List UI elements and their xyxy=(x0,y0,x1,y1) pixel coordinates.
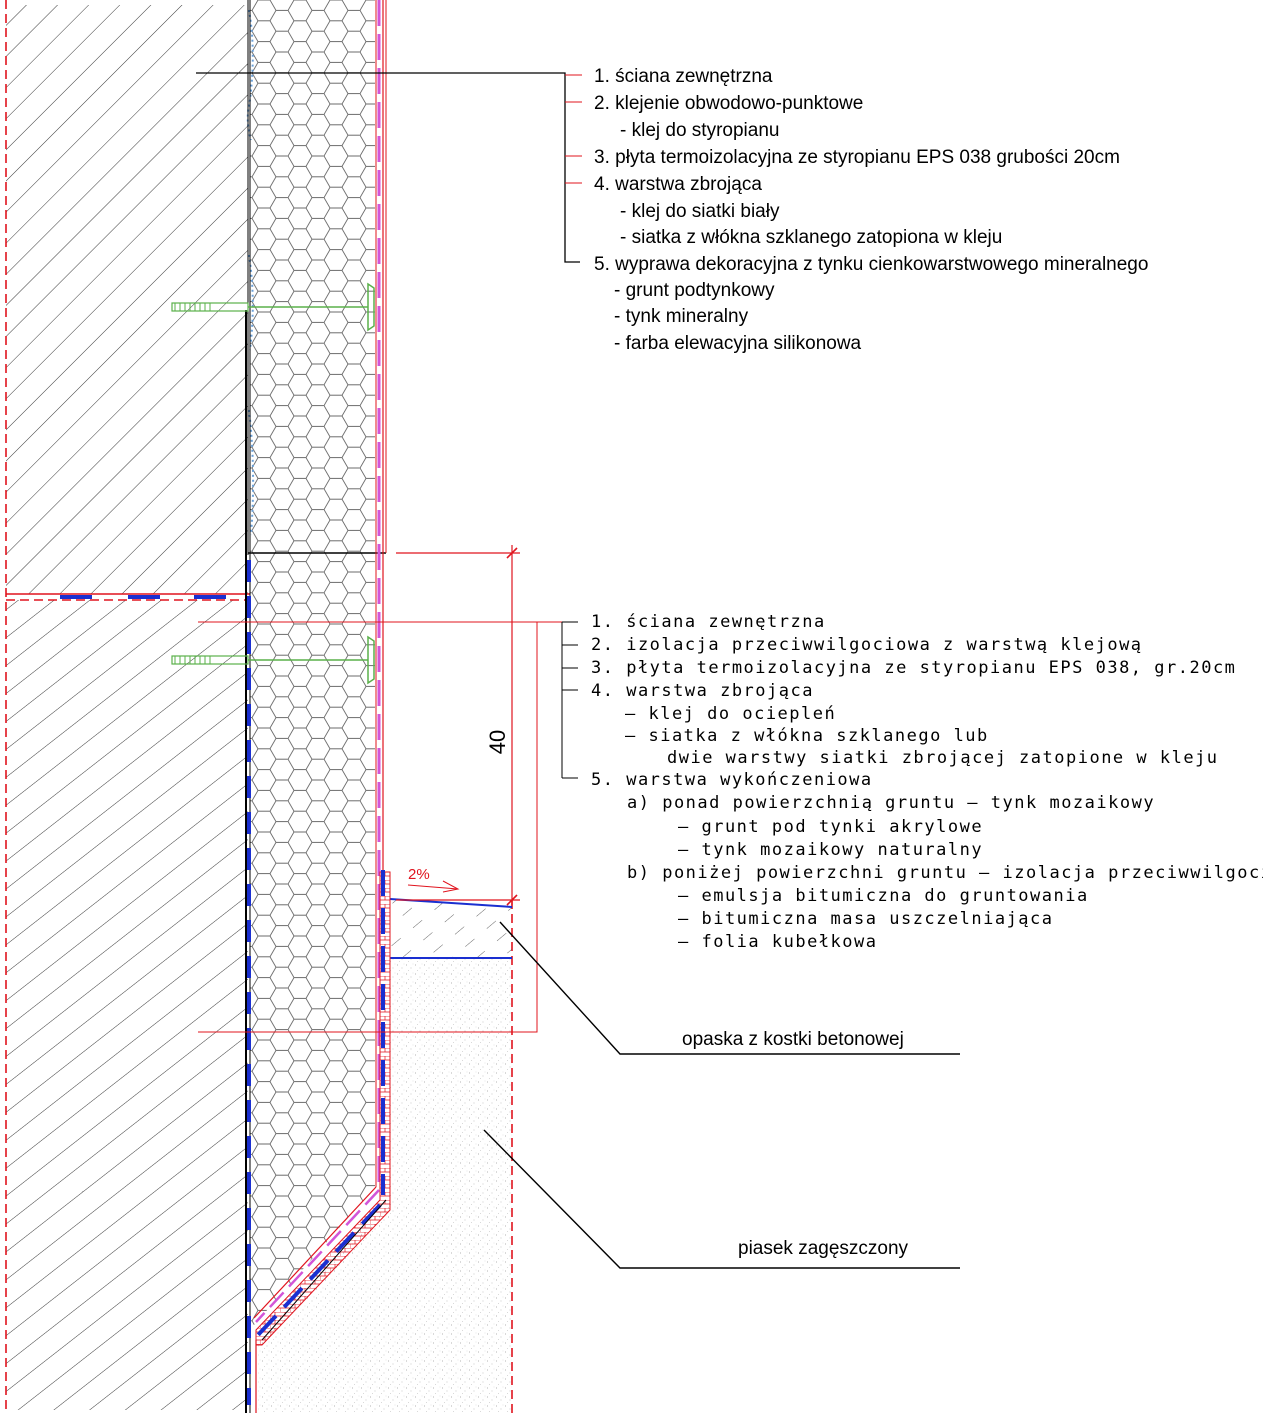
paving-label: opaska z kostki betonowej xyxy=(682,1029,904,1050)
upper-legend-item: 2. klejenie obwodowo-punktowe xyxy=(594,93,863,114)
lower-legend-item: – folia kubełkowa xyxy=(678,932,878,952)
insulation-anchor-lower xyxy=(171,635,375,685)
upper-legend-item: - siatka z włókna szklanego zatopiona w … xyxy=(620,227,1002,248)
wall-foundation xyxy=(6,600,248,1410)
lower-legend-item: b) poniżej powierzchni gruntu – izolacja… xyxy=(627,863,1263,883)
compacted-sand xyxy=(258,958,512,1413)
upper-leaders xyxy=(196,72,582,263)
slope-arrow xyxy=(407,880,460,893)
upper-legend-item: - grunt podtynkowy xyxy=(614,280,775,301)
lower-legend-item: 2. izolacja przeciwwilgociowa z warstwą … xyxy=(591,635,1143,655)
wall-upper xyxy=(6,5,248,594)
upper-legend-item: - klej do styropianu xyxy=(620,120,779,141)
sand-label: piasek zagęszczony xyxy=(738,1238,909,1259)
lower-legend-item: 4. warstwa zbrojąca xyxy=(591,681,814,701)
lower-legend-item: a) ponad powierzchnią gruntu – tynk moza… xyxy=(627,793,1155,813)
paving-band xyxy=(389,898,513,959)
render-layers xyxy=(375,0,387,1187)
lower-legend-item: – siatka z włókna szklanego lub xyxy=(625,726,989,746)
lower-legend-item: – grunt pod tynki akrylowe xyxy=(678,817,983,837)
upper-legend-item: - klej do siatki biały xyxy=(620,201,780,222)
eps-insulation xyxy=(250,0,375,1325)
lower-legend-item: – bitumiczna masa uszczelniająca xyxy=(678,909,1054,929)
sand-callout-leader xyxy=(483,1129,960,1269)
lower-legend-item: 5. warstwa wykończeniowa xyxy=(591,770,873,790)
upper-legend-item: 5. wyprawa dekoracyjna z tynku cienkowar… xyxy=(594,254,1148,275)
upper-legend: 1. ściana zewnętrzna 2. klejenie obwodow… xyxy=(594,66,1148,354)
lower-legend-item: – tynk mozaikowy naturalny xyxy=(678,840,983,860)
height-dimension xyxy=(396,545,520,906)
lower-legend-item: dwie warstwy siatki zbrojącej zatopione … xyxy=(667,748,1219,768)
dimension-label: 40 xyxy=(485,730,510,754)
upper-legend-item: 1. ściana zewnętrzna xyxy=(594,66,773,87)
upper-legend-item: 3. płyta termoizolacyjna ze styropianu E… xyxy=(594,147,1120,168)
lower-legend-item: – emulsja bitumiczna do gruntowania xyxy=(678,886,1089,906)
slope-label: 2% xyxy=(408,866,430,883)
lower-legend-item: – klej do ociepleń xyxy=(625,704,836,724)
lower-leaders xyxy=(198,621,578,1033)
paving-callout-leader xyxy=(499,921,960,1055)
upper-legend-item: - farba elewacyjna silikonowa xyxy=(614,333,862,354)
lower-legend-item: 1. ściana zewnętrzna xyxy=(591,612,826,632)
upper-legend-item: - tynk mineralny xyxy=(614,306,749,327)
insulation-anchor-upper xyxy=(171,282,375,332)
upper-legend-item: 4. warstwa zbrojąca xyxy=(594,174,762,195)
lower-legend-item: 3. płyta termoizolacyjna ze styropianu E… xyxy=(591,658,1236,678)
lower-legend: 1. ściana zewnętrzna 2. izolacja przeciw… xyxy=(591,612,1263,952)
